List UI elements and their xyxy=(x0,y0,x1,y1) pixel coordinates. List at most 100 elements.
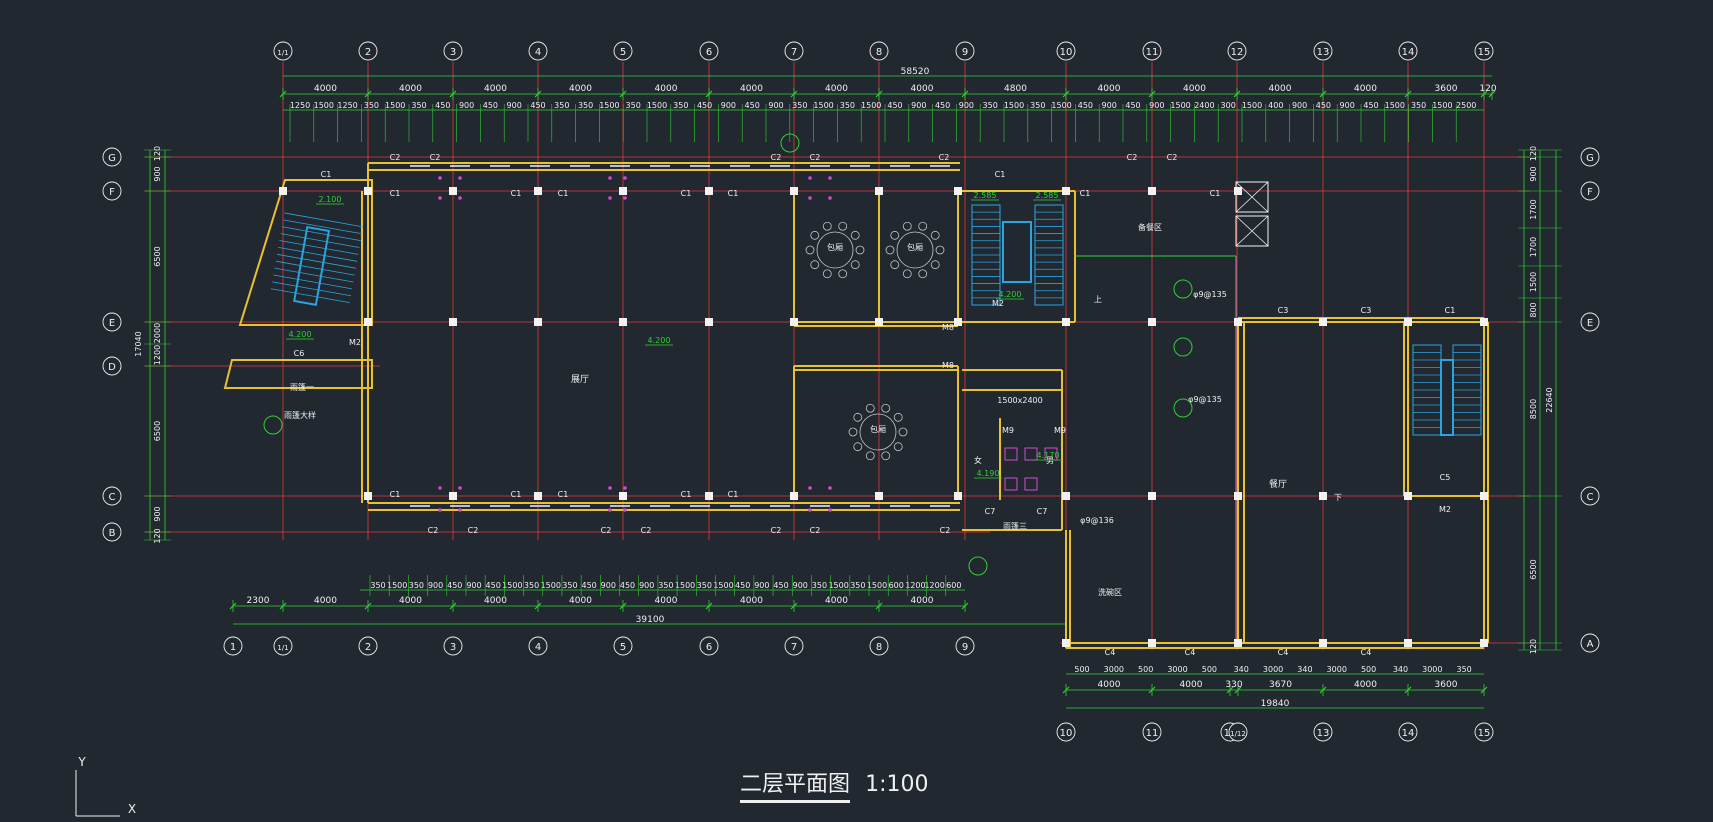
window-tag: C2 xyxy=(940,526,951,535)
dim-bottom-detail-label: 350 xyxy=(524,581,539,590)
dim-top-bay-slash xyxy=(1480,90,1488,98)
column xyxy=(1404,318,1412,326)
annotation-dot xyxy=(608,176,612,180)
dim-br-detail-label: 340 xyxy=(1297,665,1312,674)
chair xyxy=(898,427,908,437)
column xyxy=(1148,318,1156,326)
dim-bottom-detail-label: 1500 xyxy=(387,581,407,590)
detail-marker xyxy=(263,415,283,435)
dim-br-bay-label: 4000 xyxy=(1098,680,1121,690)
level-mark: 4.170 xyxy=(1037,451,1060,460)
window-tag: C1 xyxy=(1210,189,1221,198)
round-table xyxy=(859,413,897,451)
window-tag: C6 xyxy=(294,349,305,358)
dim-br-bay-slash xyxy=(1226,686,1234,694)
window-tag: C3 xyxy=(1278,306,1289,315)
dim-top-overall: 58520 xyxy=(901,67,930,77)
chair xyxy=(853,412,863,422)
dim-top-detail-label: 1500 xyxy=(647,101,667,110)
annotation-dot xyxy=(623,508,627,512)
dim-top-bay-slash xyxy=(1404,90,1412,98)
level-mark: 2.585 xyxy=(974,191,997,200)
chair xyxy=(930,260,940,270)
annotation-dot xyxy=(438,508,442,512)
window-tag: C2 xyxy=(430,153,441,162)
dim-bottom-detail-label: 1500 xyxy=(713,581,733,590)
level-mark: 4.190 xyxy=(977,469,1000,478)
dim-br-bay-slash xyxy=(1480,686,1488,694)
dim-left-label: 1200 xyxy=(153,345,162,365)
chair xyxy=(902,269,912,279)
dim-br-bay-label: 3670 xyxy=(1269,680,1292,690)
annotation-dot xyxy=(438,176,442,180)
dim-top-bay-slash xyxy=(875,90,883,98)
dim-top-detail-label: 1500 xyxy=(1051,101,1071,110)
room-private-b: 包厢 xyxy=(907,242,923,252)
dim-bottom-bay-label: 4000 xyxy=(655,596,678,606)
dim-left-label: 2000 xyxy=(153,323,162,343)
axis-bubble-left xyxy=(102,181,122,201)
annotation-dot xyxy=(808,508,812,512)
note: φ9@135 xyxy=(1188,395,1222,404)
chair xyxy=(853,442,863,452)
dim-bottom-bay-slash xyxy=(449,602,457,610)
dim-top-bay-label: 4000 xyxy=(1354,84,1377,94)
dim-bottom-detail-label: 900 xyxy=(793,581,808,590)
axis-bubble-top xyxy=(1142,41,1162,61)
axis-bubble-top-label: 9 xyxy=(962,47,968,58)
window-tag: C5 xyxy=(1440,473,1451,482)
annotation-dot xyxy=(808,176,812,180)
dim-bottom-bay-slash xyxy=(875,602,883,610)
round-table xyxy=(896,231,934,269)
axis-grid xyxy=(145,62,1530,650)
round-table xyxy=(816,231,854,269)
chair xyxy=(865,451,875,461)
dim-top-bay-slash xyxy=(449,90,457,98)
dim-top-bay-label: 120 xyxy=(1479,84,1496,94)
dim-bottom-detail-label: 350 xyxy=(370,581,385,590)
column xyxy=(534,187,542,195)
dim-top-bay-slash xyxy=(1148,90,1156,98)
annotation-dot xyxy=(608,508,612,512)
dim-top-bay-label: 3600 xyxy=(1435,84,1458,94)
dim-left-label: 120 xyxy=(153,146,162,161)
window-tag: C1 xyxy=(511,189,522,198)
dim-bottom-bay-slash xyxy=(705,602,713,610)
column xyxy=(1062,492,1070,500)
column xyxy=(1148,492,1156,500)
dim-right-label: 1500 xyxy=(1529,272,1538,292)
dim-top-detail-label: 2400 xyxy=(1194,101,1214,110)
axis-bubble-top-label: 12 xyxy=(1231,47,1244,58)
toilet-fixture xyxy=(1024,447,1038,461)
axis-bubble-top-label: 3 xyxy=(450,47,456,58)
chair xyxy=(822,221,832,231)
axis-bubble-left-label: C xyxy=(109,492,116,503)
column xyxy=(705,318,713,326)
dim-top-detail-label: 450 xyxy=(887,101,902,110)
dim-top-detail-label: 450 xyxy=(1316,101,1331,110)
dim-bottom-bay-label: 4000 xyxy=(740,596,763,606)
axis-bubble-bottom-right-label: 15 xyxy=(1478,728,1491,739)
dim-top-bay-slash xyxy=(619,90,627,98)
column xyxy=(449,492,457,500)
room-hall: 展厅 xyxy=(571,374,589,385)
dim-bottom-overall: 39100 xyxy=(636,615,665,625)
column xyxy=(875,187,883,195)
dim-top-detail-label: 1500 xyxy=(861,101,881,110)
dim-top-bay-label: 4000 xyxy=(484,84,507,94)
dim-br-overall: 19840 xyxy=(1261,699,1290,709)
drawing-scale: 1:100 xyxy=(865,772,929,797)
stair-tread xyxy=(280,233,360,248)
level-mark: 4.200 xyxy=(999,290,1022,299)
dim-left-label: 6500 xyxy=(153,246,162,266)
axis-bubble-bottom-right xyxy=(1056,722,1076,742)
dim-bottom-detail-label: 350 xyxy=(812,581,827,590)
column xyxy=(279,187,287,195)
axis-bubble-bottom-label: 5 xyxy=(620,642,626,653)
axis-bubble-top xyxy=(1398,41,1418,61)
chair xyxy=(848,427,858,437)
dim-top-detail-label: 350 xyxy=(626,101,641,110)
chair xyxy=(935,245,945,255)
window-tag: C2 xyxy=(1167,153,1178,162)
room-toilet-w: 女 xyxy=(974,455,982,465)
